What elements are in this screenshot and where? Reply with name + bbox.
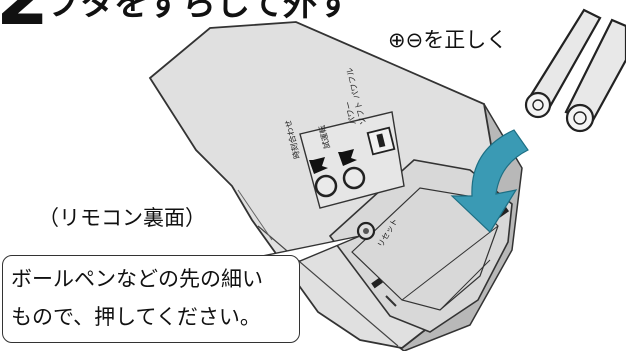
step-number: 2 [0, 0, 49, 36]
clock-button[interactable] [314, 174, 338, 198]
battery-slot-mark [371, 277, 383, 289]
insert-arrow-icon [450, 129, 529, 233]
callout-line-2: もので、押してください。 [11, 305, 261, 329]
test-run-button[interactable] [342, 166, 366, 190]
polarity-instruction: ⊕⊖を正しく [388, 28, 508, 52]
reset-callout: ボールペンなどの先の細い もので、押してください。 [2, 255, 300, 343]
battery-right [564, 18, 626, 133]
callout-line-1: ボールペンなどの先の細い [11, 267, 263, 291]
remote-rear-label: （リモコン裏面） [38, 206, 206, 230]
battery-left [524, 8, 602, 119]
down-arrow-icon-2 [338, 149, 357, 166]
down-arrow-icon [309, 157, 328, 174]
body-edge-line [257, 225, 399, 347]
step-heading: フタをずらして外す [46, 0, 351, 24]
